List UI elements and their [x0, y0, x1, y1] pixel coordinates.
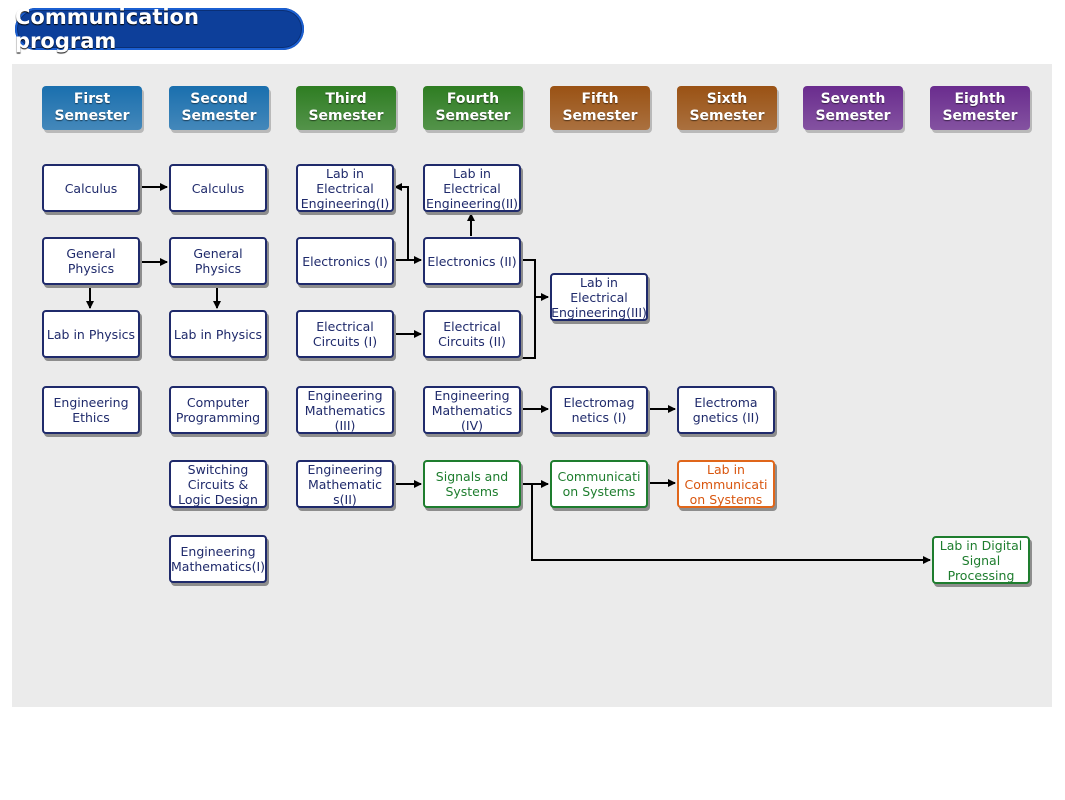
course-electronics-1: Electronics (I) [296, 237, 394, 285]
course-electromagnetics-1: Electromag netics (I) [550, 386, 648, 434]
course-electrical-circuits-2: Electrical Circuits (II) [423, 310, 521, 358]
semester-line1: Seventh [820, 91, 886, 107]
course-lab-in-physics-2: Lab in Physics [169, 310, 267, 358]
semester-line2: Semester [308, 108, 384, 124]
page-title: Communication program [15, 5, 304, 53]
course-communication-systems: Communicati on Systems [550, 460, 648, 508]
course-engineering-math-1: Engineering Mathematics(I) [169, 535, 267, 583]
course-engineering-math-4: Engineering Mathematics (IV) [423, 386, 521, 434]
course-general-physics-2: General Physics [169, 237, 267, 285]
semester-line1: Fifth [581, 91, 619, 107]
semester-line1: First [73, 91, 111, 107]
semester-line2: Semester [815, 108, 891, 124]
semester-line1: Eighth [954, 91, 1006, 107]
course-signals-and-systems: Signals and Systems [423, 460, 521, 508]
course-lab-dsp: Lab in Digital Signal Processing [932, 536, 1030, 584]
semester-line1: Second [190, 91, 248, 107]
semester-line2: Semester [689, 108, 765, 124]
course-switching-circuits: Switching Circuits & Logic Design [169, 460, 267, 508]
course-lab-communication-systems: Lab in Communicati on Systems [677, 460, 775, 508]
course-electromagnetics-2: Electroma gnetics (II) [677, 386, 775, 434]
course-general-physics-1: General Physics [42, 237, 140, 285]
course-lab-in-physics-1: Lab in Physics [42, 310, 140, 358]
semester-line1: Fourth [446, 91, 500, 107]
course-engineering-ethics: Engineering Ethics [42, 386, 140, 434]
course-engineering-math-2: Engineering Mathematic s(II) [296, 460, 394, 508]
semester-line1: Sixth [706, 91, 748, 107]
semester-line1: Third [325, 91, 367, 107]
course-lab-ee-3: Lab in Electrical Engineering(III) [550, 273, 648, 321]
course-calculus-2: Calculus [169, 164, 267, 212]
semester-line2: Semester [942, 108, 1018, 124]
semester-line2: Semester [54, 108, 130, 124]
semester-line2: Semester [435, 108, 511, 124]
course-electrical-circuits-1: Electrical Circuits (I) [296, 310, 394, 358]
arrow-electronics-to-lab-ee1 [394, 183, 409, 260]
semester-line2: Semester [562, 108, 638, 124]
course-lab-ee-2: Lab in Electrical Engineering(II) [423, 164, 521, 212]
course-lab-ee-1: Lab in Electrical Engineering(I) [296, 164, 394, 212]
course-electronics-2: Electronics (II) [423, 237, 521, 285]
course-engineering-math-3: Engineering Mathematics (III) [296, 386, 394, 434]
course-calculus-1: Calculus [42, 164, 140, 212]
arrow-signals-to-dsp-lab [531, 484, 931, 564]
course-computer-programming: Computer Programming [169, 386, 267, 434]
arrow-electronics2-join [521, 259, 536, 359]
semester-line2: Semester [181, 108, 257, 124]
